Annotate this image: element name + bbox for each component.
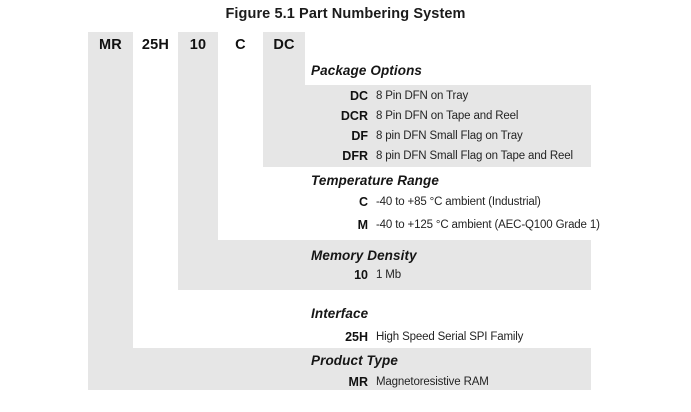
section-title: Package Options [311,63,423,78]
option-description: -40 to +85 °C ambient (Industrial) [376,196,541,208]
option-code: DFR [342,149,368,163]
part-segment-package-options[interactable]: DC [263,32,305,57]
section-title: Memory Density [311,248,417,263]
option-description: 8 pin DFN Small Flag on Tape and Reel [376,150,573,162]
option-code: MR [348,375,368,389]
option-code: DF [351,129,368,143]
code-cell-bg-interface [133,32,178,57]
option-code: C [358,195,368,209]
code-cell-bg-temperature [218,32,263,57]
part-segment-label: DC [273,36,295,53]
option-code: M [357,218,368,232]
section-title: Temperature Range [311,173,439,188]
section-title: Product Type [311,353,398,368]
section-band-package-options-rows [263,85,591,167]
part-segment-label: 25H [141,36,170,53]
option-description: 8 Pin DFN on Tray [376,90,469,102]
option-code: DCR [340,109,368,123]
part-segment-memory-density[interactable]: 10 [178,32,218,57]
section-band-product-type [88,348,591,390]
option-description: 8 pin DFN Small Flag on Tray [376,130,523,142]
option-description: -40 to +125 °C ambient (AEC-Q100 Grade 1… [376,219,600,231]
figure-title: Figure 5.1 Part Numbering System [225,6,466,22]
section-band-memory-density [218,240,591,290]
option-description: High Speed Serial SPI Family [376,331,524,343]
part-segment-interface[interactable]: 25H [133,32,178,57]
section-band-interface [133,290,591,348]
option-description: 1 Mb [376,269,401,281]
part-segment-label: MR [99,36,122,53]
section-title: Interface [311,306,369,321]
section-band-package-options [305,57,591,85]
part-segment-temperature-range[interactable]: C [218,32,263,57]
option-code: 25H [345,330,368,344]
option-description: Magnetoresistive RAM [376,376,489,388]
option-code: 10 [354,268,368,282]
column-stripe-memory-density [178,32,218,290]
part-segment-product-type[interactable]: MR [88,32,133,57]
part-segment-label: C [235,36,246,53]
part-segment-label: 10 [189,36,207,53]
column-stripe-product-type [88,32,133,390]
section-band-temperature-range [218,167,591,240]
option-code: DC [349,89,368,103]
option-description: 8 Pin DFN on Tape and Reel [376,110,519,122]
